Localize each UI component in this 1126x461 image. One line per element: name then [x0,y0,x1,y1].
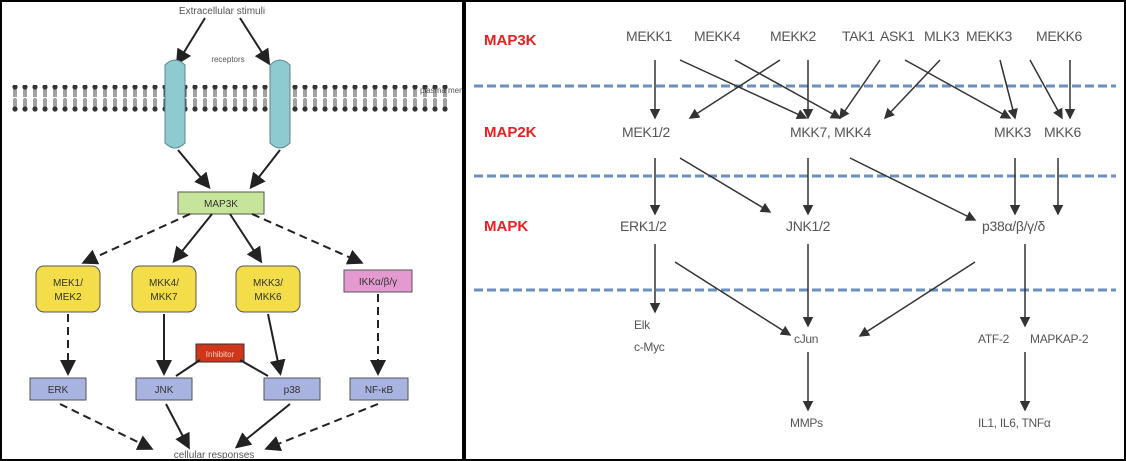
membrane-outer-leaflet [8,85,448,99]
inhibit-p38-line [239,359,269,377]
panel-divider [462,0,466,461]
erk-label: ERK [48,385,69,396]
node-cytokines: IL1, IL6, TNFα [978,416,1051,430]
node-mekk4: MEKK4 [694,28,740,44]
node-mek12: MEK1/2 [622,124,670,140]
nfkb-label: NF-κB [365,385,394,396]
node-mekk3: MEKK3 [966,28,1012,44]
arrow-map3k-mkk3 [229,213,263,264]
node-cjun: cJun [794,332,819,346]
mkk3-line2: MKK6 [254,292,282,303]
receptor-label: receptors [211,55,244,64]
node-ask1: ASK1 [880,28,915,44]
signaling-diagram: Extracellular stimuli plasma membrane re… [8,6,462,461]
ikk-label: IKKα/β/γ [359,277,397,288]
arrow-mkk3-p38 [267,313,286,376]
node-erk12: ERK1/2 [620,218,667,234]
mek-line2: MEK2 [54,292,82,303]
p38-label: p38 [284,385,301,396]
membrane-label: plasma membrane [420,86,462,95]
node-mkk6: MKK6 [1044,124,1081,140]
arrow-p38-response [234,403,291,449]
response-label: cellular responses [174,450,255,461]
node-mekk6: MEKK6 [1036,28,1082,44]
inhibitor-box [195,343,245,363]
erk-box [29,377,87,401]
arrow-map3k-mek [81,213,191,265]
jnk-box [135,377,193,401]
node-jnk12: JNK1/2 [786,218,831,234]
mkk3-box [235,265,301,313]
receptor-1 [164,59,186,149]
arrow-stimuli-receptor2 [239,17,271,66]
nfkb-box [349,377,409,401]
node-mekk1: MEKK1 [626,28,672,44]
ikk-box [343,269,413,293]
arrow-nfkb-response [264,403,379,451]
map3k-box-label: MAP3K [204,199,238,210]
inhibit-jnk-line [175,359,201,377]
node-mmps: MMPs [790,416,823,430]
node-cmyc: c-Myc [634,340,665,354]
node-elk: Elk [634,318,650,332]
receptor-2 [269,59,291,149]
arrow-receptor2-map3k [249,149,281,190]
map3k-box [177,191,265,215]
node-mapkap2: MAPKAP-2 [1030,332,1089,346]
level-label-map3k: MAP3K [484,32,537,49]
node-mlk3: MLK3 [924,28,960,44]
arrow-jnk-response [165,403,190,450]
jnk-label: JNK [155,385,174,396]
node-mekk2: MEKK2 [770,28,816,44]
stimuli-label: Extracellular stimuli [179,6,265,17]
node-tak1: TAK1 [842,28,875,44]
node-p38: p38α/β/γ/δ [982,218,1045,234]
node-atf2: ATF-2 [978,332,1009,346]
arrow-erk-response [59,403,154,450]
level-label-mapk: MAPK [484,218,529,235]
arrow-map3k-mkk4 [172,213,213,264]
mkk4-line1: MKK4/ [149,278,179,289]
arrow-map3k-ikk [251,213,364,265]
membrane-inner-leaflet [8,99,448,113]
node-mkk3: MKK3 [994,124,1031,140]
mek-box [35,265,101,313]
mkk4-box [131,265,197,313]
p38-box [263,377,321,401]
mkk3-line1: MKK3/ [253,278,283,289]
mkk4-line2: MKK7 [150,292,178,303]
inhibitor-label: Inhibitor [206,350,235,359]
level-label-map2k: MAP2K [484,124,537,141]
arrow-receptor1-map3k [177,149,211,190]
mek-line1: MEK1/ [53,278,83,289]
arrow-stimuli-receptor1 [175,17,206,66]
node-mkk7-mkk4: MKK7, MKK4 [790,124,872,140]
